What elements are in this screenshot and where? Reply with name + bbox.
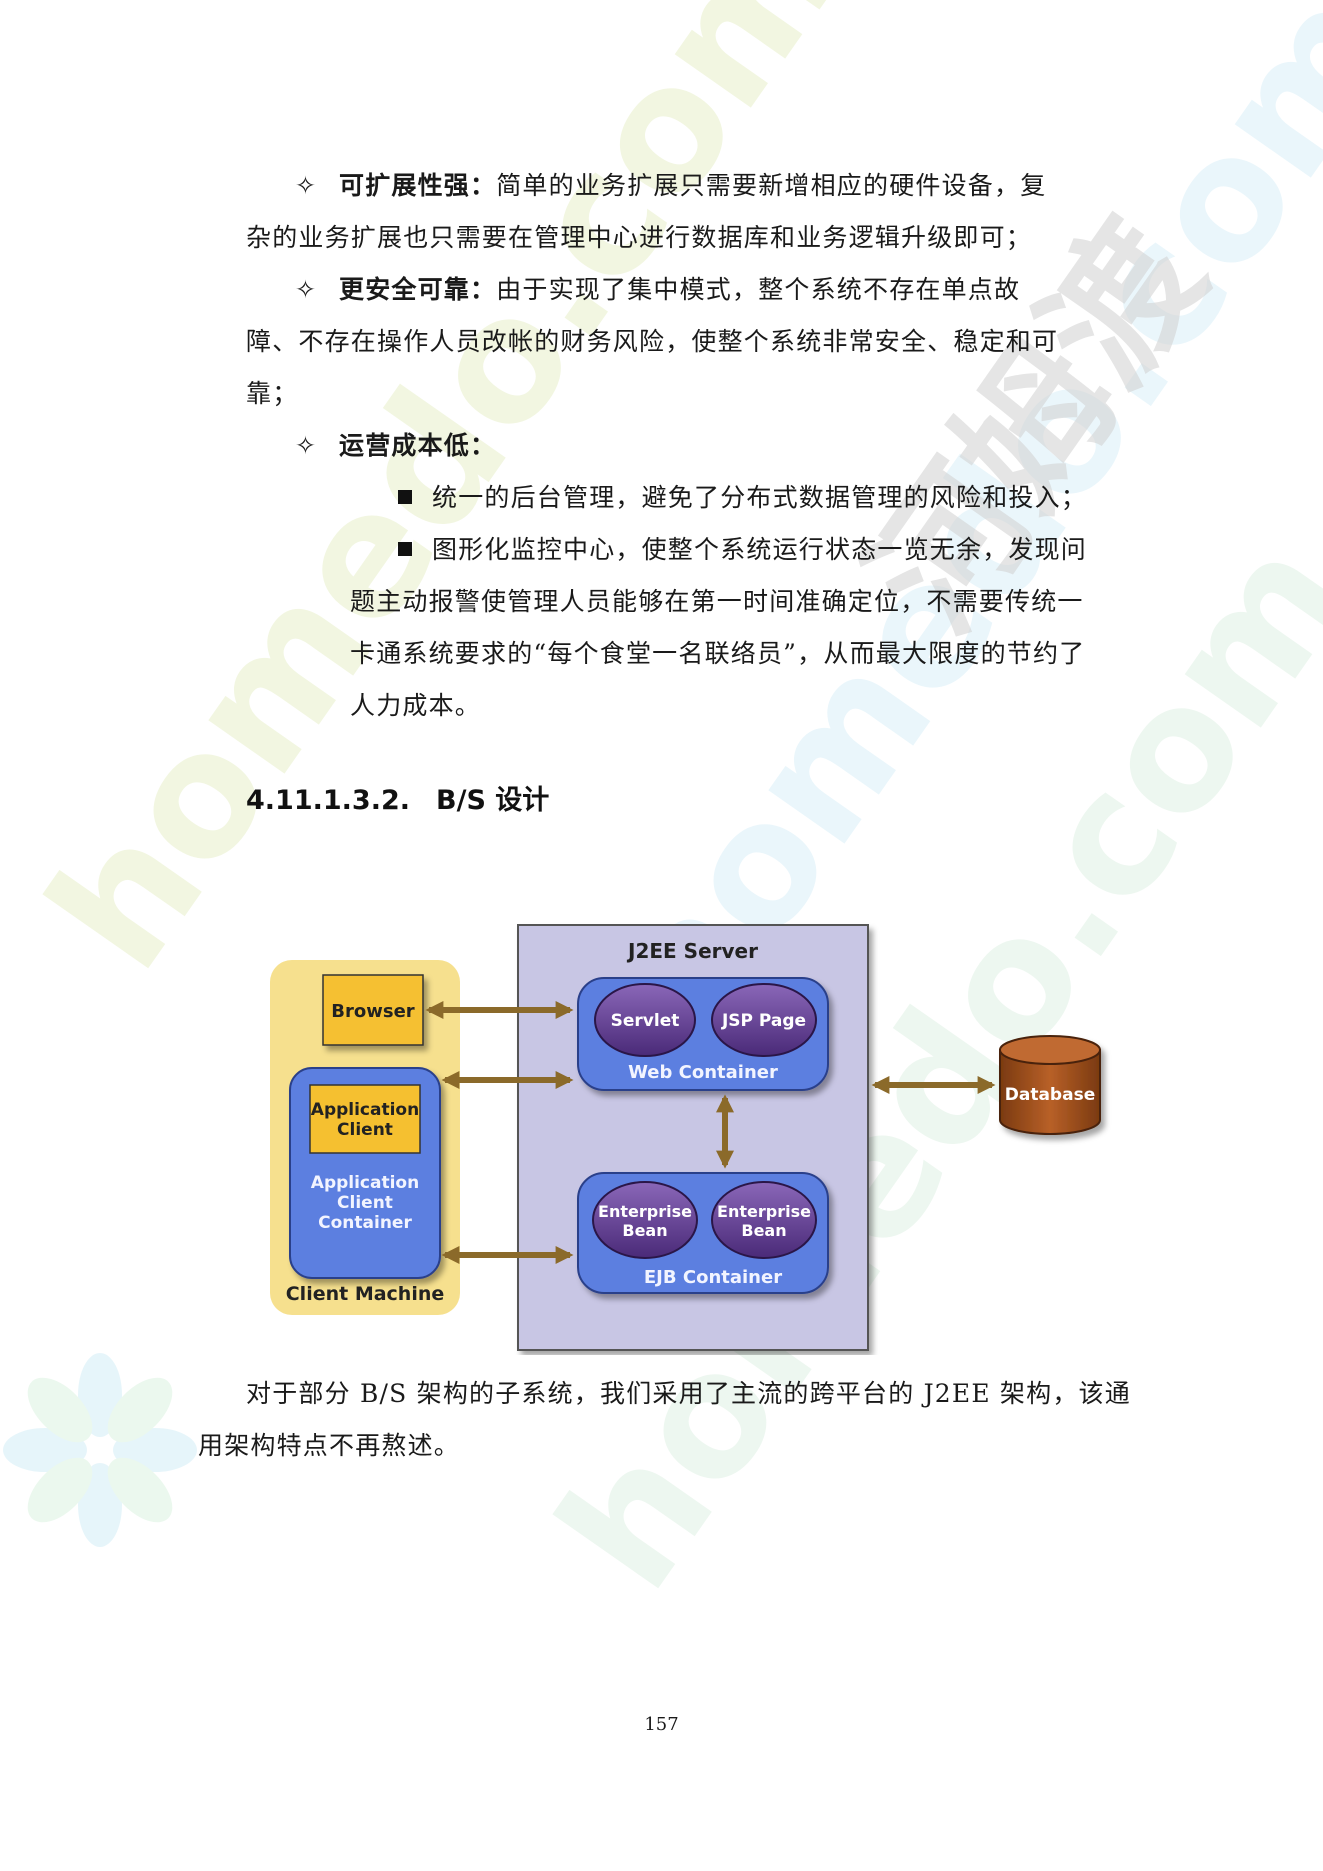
j2ee-architecture-diagram: J2EE Server Client Machine Browser Appli… xyxy=(270,924,1101,1351)
j2ee-server-title: J2EE Server xyxy=(626,939,758,963)
list-item-scalability-cont: 杂的业务扩展也只需要在管理中心进行数据库和业务逻辑升级即可； xyxy=(246,212,1032,264)
sub-item-unified-backend: 统一的后台管理，避免了分布式数据管理的风险和投入； xyxy=(398,472,1087,524)
text: 用架构特点不再熬述。 xyxy=(198,1431,461,1460)
enterprise-bean-2-label-1: Enterprise xyxy=(717,1202,811,1221)
text: 障、不存在操作人员改帐的财务风险，使整个系统非常安全、稳定和可 xyxy=(246,327,1059,356)
text: 对于部分 B/S 架构的子系统，我们采用了主流的跨平台的 J2EE 架构，该通 xyxy=(246,1379,1131,1408)
term-label: 更安全可靠： xyxy=(339,275,497,304)
sub-item-monitor-center: 图形化监控中心，使整个系统运行状态一览无余，发现问 xyxy=(398,524,1087,576)
text: 人力成本。 xyxy=(350,691,482,720)
text: 卡通系统要求的“每个食堂一名联络员”，从而最大限度的节约了 xyxy=(350,639,1086,668)
page-number: 157 xyxy=(644,1714,679,1735)
enterprise-bean-2 xyxy=(711,1181,817,1259)
text: 杂的业务扩展也只需要在管理中心进行数据库和业务逻辑升级即可； xyxy=(246,223,1033,252)
list-item-security: ✧ 更安全可靠：由于实现了集中模式，整个系统不存在单点故 xyxy=(295,264,1020,316)
square-bullet-icon xyxy=(398,489,412,504)
term-label: 运营成本低： xyxy=(339,431,497,460)
jsp-page-label: JSP Page xyxy=(721,1011,806,1031)
diamond-bullet-icon: ✧ xyxy=(295,275,318,304)
browser-label: Browser xyxy=(331,1001,415,1022)
app-client-label-2: Client xyxy=(337,1120,393,1140)
app-client-container-label-3: Container xyxy=(318,1213,412,1233)
text: 图形化监控中心，使整个系统运行状态一览无余，发现问 xyxy=(432,535,1088,564)
enterprise-bean-1-label-1: Enterprise xyxy=(598,1202,692,1221)
list-item-security-cont: 障、不存在操作人员改帐的财务风险，使整个系统非常安全、稳定和可 靠； xyxy=(246,316,1058,420)
servlet-component xyxy=(594,983,696,1057)
enterprise-bean-1 xyxy=(592,1181,698,1259)
enterprise-bean-2-label-2: Bean xyxy=(741,1221,786,1240)
client-machine-label: Client Machine xyxy=(286,1283,445,1305)
text: 统一的后台管理，避免了分布式数据管理的风险和投入； xyxy=(432,483,1088,512)
app-client-box xyxy=(309,1084,421,1154)
app-client-label-1: Application xyxy=(311,1100,419,1120)
enterprise-bean-1-label-2: Bean xyxy=(622,1221,667,1240)
database-icon xyxy=(999,1035,1101,1135)
app-client-container-label-1: Application xyxy=(311,1173,419,1193)
web-container-label: Web Container xyxy=(628,1062,778,1083)
list-item-scalability: ✧ 可扩展性强：简单的业务扩展只需要新增相应的硬件设备，复 xyxy=(295,160,1046,212)
diamond-bullet-icon: ✧ xyxy=(295,431,318,460)
diamond-bullet-icon: ✧ xyxy=(295,171,318,200)
jsp-page-component xyxy=(711,983,817,1057)
square-bullet-icon xyxy=(398,541,412,556)
list-item-cost: ✧ 运营成本低： xyxy=(295,420,496,472)
section-title: B/S 设计 xyxy=(436,785,550,816)
section-number: 4.11.1.3.2. xyxy=(246,785,411,816)
sub-item-monitor-center-cont: 题主动报警使管理人员能够在第一时间准确定位，不需要传统一 卡通系统要求的“每个食… xyxy=(350,576,1085,732)
servlet-label: Servlet xyxy=(611,1011,680,1031)
closing-paragraph: 对于部分 B/S 架构的子系统，我们采用了主流的跨平台的 J2EE 架构，该通 xyxy=(246,1368,1131,1420)
connection-arrows xyxy=(425,1001,996,1264)
browser-box xyxy=(322,974,424,1046)
closing-paragraph-cont: 用架构特点不再熬述。 xyxy=(198,1420,460,1472)
term-label: 可扩展性强： xyxy=(339,171,497,200)
app-client-container-label-2: Client xyxy=(337,1193,393,1213)
text: 由于实现了集中模式，整个系统不存在单点故 xyxy=(496,275,1021,304)
database-label: Database xyxy=(1005,1085,1095,1105)
section-heading: 4.11.1.3.2. B/S 设计 xyxy=(246,778,549,817)
text: 题主动报警使管理人员能够在第一时间准确定位，不需要传统一 xyxy=(350,587,1084,616)
text: 靠； xyxy=(246,379,299,408)
text: 简单的业务扩展只需要新增相应的硬件设备，复 xyxy=(496,171,1047,200)
ejb-container-label: EJB Container xyxy=(644,1267,782,1288)
flower-logo-icon xyxy=(3,1353,197,1547)
